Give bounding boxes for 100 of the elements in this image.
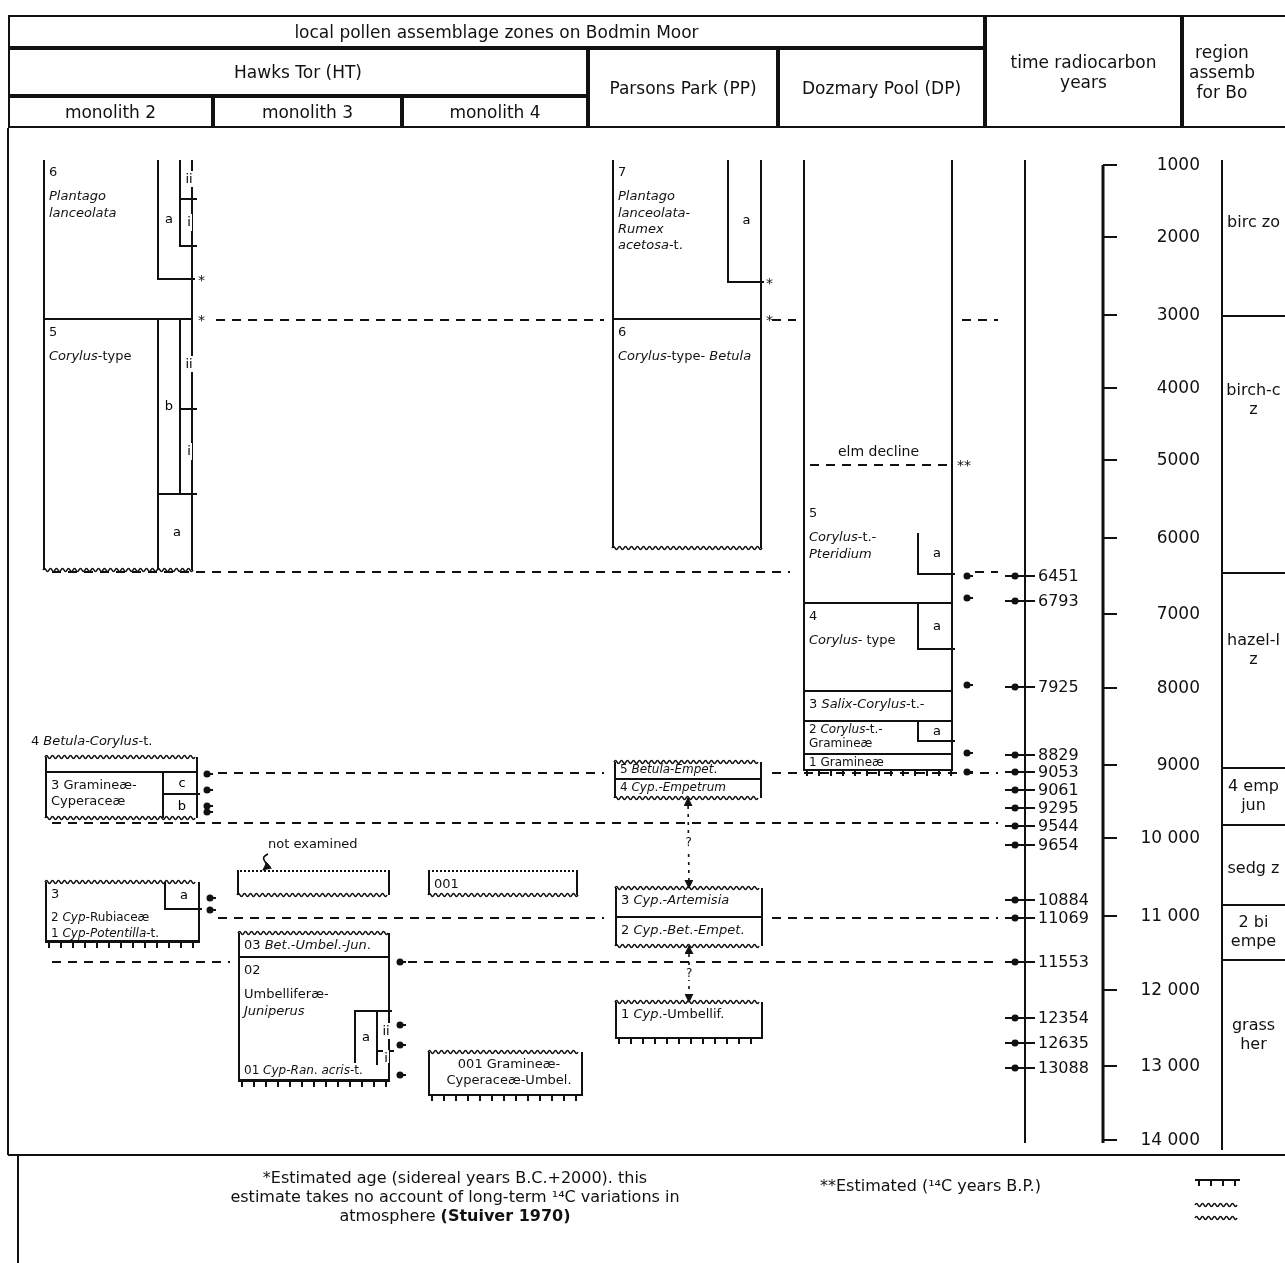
date-label: 9544 (1038, 816, 1079, 836)
asterisk: * (766, 312, 773, 329)
zone-number: 4 (809, 608, 819, 625)
zone-box (615, 918, 763, 946)
subzone-box (376, 1012, 394, 1052)
subzone-box (917, 722, 955, 742)
table-header-cell: time radiocarbon years (985, 15, 1182, 128)
zone-name: 03 Bet.-Umbel.-Jun. (244, 937, 372, 954)
zone-name: 1 Cyp.-Umbellif. (621, 1006, 726, 1023)
zone-name: 4 emp jun (1227, 776, 1280, 815)
zone-name: 4 Cyp.-Empetrum (620, 780, 727, 794)
zone-name: 2 bi empe (1229, 912, 1278, 951)
asterisk: * (198, 312, 205, 329)
date-label: 6793 (1038, 591, 1079, 611)
zone-box (45, 926, 200, 942)
zone-name: 01 Cyp-Ran. acris-t. (244, 1063, 364, 1077)
axis-tick-label: 5000 (1155, 449, 1200, 470)
axis-tick-label: 8000 (1155, 677, 1200, 698)
date-label: 11069 (1038, 908, 1089, 928)
axis-tick-label: 4000 (1155, 377, 1200, 398)
table-header-cell: monolith 3 (213, 96, 402, 128)
subzone-box (162, 773, 200, 795)
axis-tick-label: 1000 (1155, 154, 1200, 175)
zone-name: birc zo (1226, 212, 1281, 232)
date-label: 7925 (1038, 677, 1079, 697)
zone-name: Corylus-type (49, 348, 133, 365)
axis-tick-label: 11 000 (1140, 905, 1200, 926)
subzone-box (164, 882, 202, 910)
zone-box (614, 762, 762, 780)
subzone-box (727, 160, 764, 283)
zone-name: birch-c z (1225, 380, 1282, 419)
subzone-box (157, 160, 195, 280)
table-header-cell: region assemb for Bo (1182, 15, 1285, 128)
zone-name: Umbelliferæ- Juniperus (244, 986, 330, 1019)
zone-box (238, 933, 390, 958)
zone-box (614, 780, 762, 798)
date-label: 6451 (1038, 566, 1079, 586)
zone-name: ii (184, 170, 194, 188)
subzone-box (179, 160, 197, 200)
zone-number: 7 (618, 164, 628, 181)
asterisk: ** (957, 457, 971, 474)
event-label: elm decline (838, 443, 920, 460)
axis-tick-label: 14 000 (1140, 1129, 1200, 1150)
zone-number: 5 (49, 324, 59, 341)
zone-box (612, 320, 762, 548)
arrow (684, 945, 694, 1003)
axis-tick-label: 6000 (1155, 527, 1200, 548)
subzone-box (917, 604, 955, 650)
asterisk: * (198, 272, 205, 289)
arrow (683, 797, 694, 889)
zone-number: 4 (31, 733, 40, 750)
asterisk: * (766, 275, 773, 292)
zone-box (428, 870, 578, 895)
axis-tick-label: 10 000 (1140, 827, 1200, 848)
zone-box (803, 722, 953, 755)
axis-tick-label: 3000 (1155, 304, 1200, 325)
zone-name: 3 (51, 886, 61, 903)
zone-box (612, 160, 762, 320)
table-header-cell: Dozmary Pool (DP) (778, 48, 985, 128)
zone-name: 1 Cyp-Potentilla-t. (51, 926, 161, 940)
zone-name: Corylus- type (809, 632, 897, 649)
zone-box (615, 888, 763, 918)
annotation-text: not examined (268, 836, 388, 854)
zone-name: Plantago lanceolata- Rumex acetosa-t. (618, 188, 692, 254)
zone-number: 02 (244, 962, 262, 979)
zone-name: Corylus-t.- Pteridium (809, 529, 878, 562)
date-label: 11553 (1038, 952, 1089, 972)
zone-box (803, 692, 953, 722)
zone-box (45, 910, 200, 926)
zone-name: Corylus-type- Betula (618, 348, 753, 365)
date-label: 12354 (1038, 1008, 1089, 1028)
zone-name: Betula-Corylus-t. (43, 733, 153, 750)
zone-box (45, 882, 200, 910)
axis-tick-label: 12 000 (1140, 979, 1200, 1000)
edge-label: ? (684, 966, 695, 980)
zone-number: 6 (618, 324, 628, 341)
leader-line (262, 853, 272, 871)
zone-box (803, 160, 953, 604)
footnote: **Estimated (¹⁴C years B.P.) (820, 1176, 1041, 1196)
zone-name: 001 Gramineæ- Cyperaceæ-Umbel. (445, 1056, 573, 1089)
zone-name: ii (381, 1022, 391, 1040)
zone-number: 6 (49, 164, 59, 181)
zone-name: 2 Cyp.-Bet.-Empet. (621, 922, 746, 939)
table-header-cell: local pollen assemblage zones on Bodmin Moor (8, 15, 985, 48)
subzone-box (157, 320, 195, 495)
date-label: 9295 (1038, 798, 1079, 818)
axis-tick-label: 9000 (1155, 754, 1200, 775)
zone-name: 1 Gramineæ (809, 755, 885, 769)
table-header-cell: Parsons Park (PP) (588, 48, 778, 128)
zone-box (803, 755, 953, 770)
date-label: 9061 (1038, 780, 1079, 800)
zone-name: i (186, 214, 192, 231)
axis-tick-label: 7000 (1155, 603, 1200, 624)
table-header-cell: Hawks Tor (HT) (8, 48, 588, 96)
zone-name: 3 Cyp.-Artemisia (621, 892, 731, 909)
footnote: *Estimated age (sidereal years B.C.+2000). this estimate takes no account of long-term ¹⁴C variations in atmosphere (Stuiver 1970) (230, 1168, 680, 1226)
zone-name: sedg z (1226, 858, 1281, 878)
zone-box (45, 773, 198, 818)
date-label: 9053 (1038, 762, 1079, 782)
subzone-box (179, 320, 197, 410)
